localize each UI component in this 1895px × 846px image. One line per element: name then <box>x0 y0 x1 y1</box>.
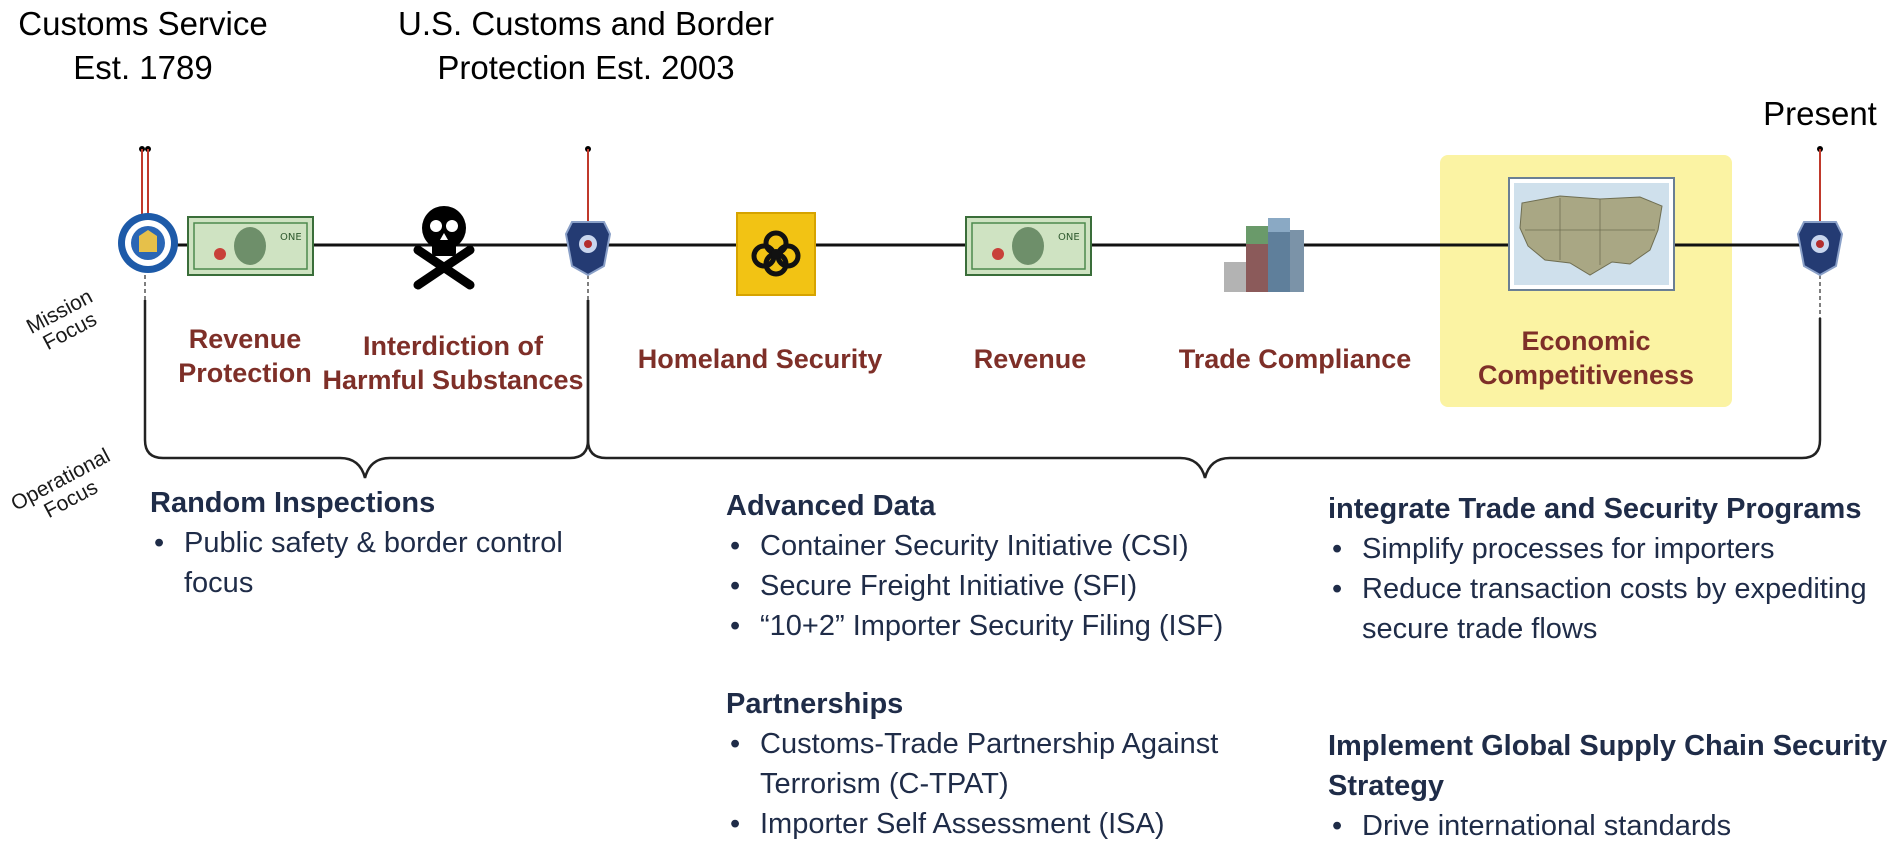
mission-interdiction: Interdiction of Harmful Substances <box>322 331 584 395</box>
era-label-1789: Customs Service Est. 1789 <box>18 5 268 86</box>
mission-trade-compliance: Trade Compliance <box>1178 344 1412 374</box>
biohazard-icon <box>736 212 816 296</box>
cbp-badge-icon <box>564 221 612 277</box>
global-supply-chain-list: Drive international standards <box>1328 806 1888 846</box>
global-supply-chain-heading: Implement Global Supply Chain Security S… <box>1328 730 1888 802</box>
svg-text:ONE: ONE <box>280 232 302 243</box>
marker-present <box>1817 146 1823 318</box>
marker-1789 <box>139 146 151 300</box>
list-item: “10+2” Importer Security Filing (ISF) <box>726 606 1266 646</box>
operational-advanced-data: Advanced Data Container Security Initiat… <box>726 486 1266 646</box>
advanced-data-heading: Advanced Data <box>726 490 936 522</box>
skull-crossbones-icon <box>413 206 475 290</box>
shipping-containers-icon <box>1224 218 1304 292</box>
era-label-2003: U.S. Customs and Border Protection Est. … <box>398 5 774 86</box>
mission-revenue: Revenue <box>973 344 1087 374</box>
list-item: Drive international standards <box>1328 806 1888 846</box>
random-inspections-list: Public safety & border control focus <box>150 523 600 603</box>
list-item: Public safety & border control focus <box>150 523 600 603</box>
operational-integrate: integrate Trade and Security Programs Si… <box>1328 489 1888 649</box>
dollar-bill-icon: ONE <box>965 216 1092 276</box>
marker-2003 <box>585 146 591 300</box>
list-item: Container Security Initiative (CSI) <box>726 526 1266 566</box>
operational-brace-left <box>143 300 590 479</box>
customs-seal-icon <box>118 213 178 273</box>
operational-partnerships: Partnerships Customs-Trade Partnership A… <box>726 684 1266 844</box>
list-item: Customs-Trade Partnership Against Terror… <box>726 724 1266 804</box>
list-item: Simplify processes for importers <box>1328 529 1888 569</box>
cbp-badge-icon <box>1796 221 1844 277</box>
integrate-heading: integrate Trade and Security Programs <box>1328 493 1862 525</box>
list-item: Importer Self Assessment (ISA) <box>726 804 1266 844</box>
mission-homeland-security: Homeland Security <box>637 344 883 374</box>
list-item: Secure Freight Initiative (SFI) <box>726 566 1266 606</box>
partnerships-list: Customs-Trade Partnership Against Terror… <box>726 724 1266 844</box>
list-item: Reduce transaction costs by expediting s… <box>1328 569 1888 649</box>
us-map-icon <box>1508 177 1675 291</box>
partnerships-heading: Partnerships <box>726 688 904 720</box>
era-label-present: Present <box>1763 95 1877 132</box>
operational-brace-right <box>586 300 1822 479</box>
operational-random-inspections: Random Inspections Public safety & borde… <box>150 483 600 603</box>
advanced-data-list: Container Security Initiative (CSI) Secu… <box>726 526 1266 646</box>
random-inspections-heading: Random Inspections <box>150 487 436 519</box>
dollar-bill-icon: ONE <box>187 216 314 276</box>
integrate-list: Simplify processes for importers Reduce … <box>1328 529 1888 649</box>
operational-global-supply-chain: Implement Global Supply Chain Security S… <box>1328 726 1888 846</box>
svg-text:ONE: ONE <box>1058 232 1080 243</box>
mission-economic-competitiveness: Economic Competitiveness <box>1477 326 1695 390</box>
mission-revenue-protection: Revenue Protection <box>178 324 312 388</box>
